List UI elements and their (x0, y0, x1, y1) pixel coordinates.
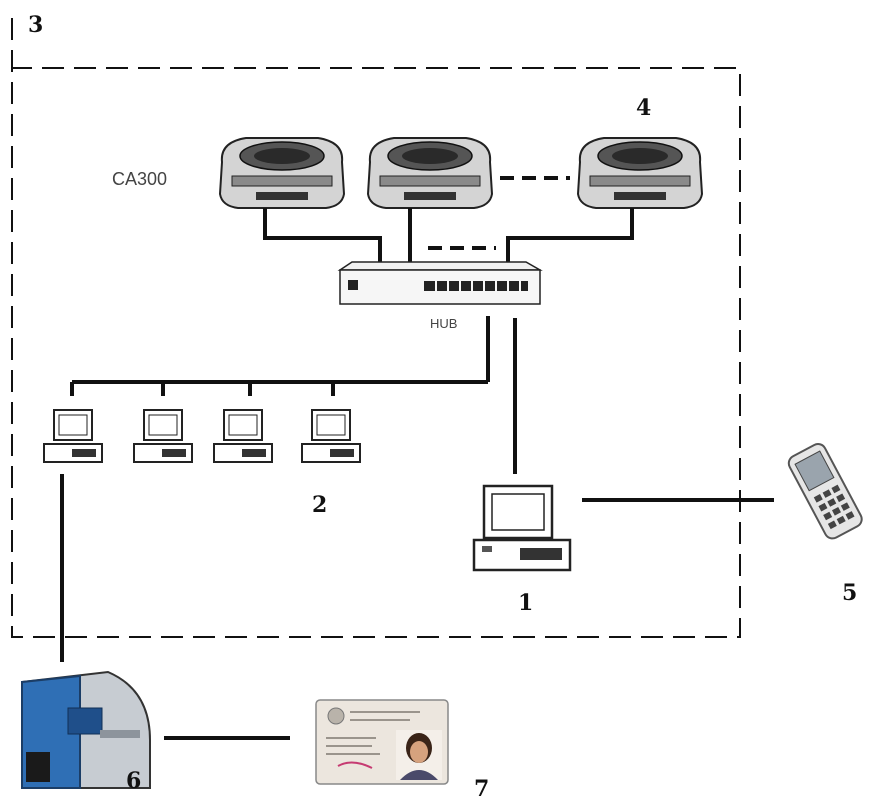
label-2: 2 (312, 492, 327, 518)
label-4: 4 (636, 95, 651, 121)
wire-terminal1-hub (263, 208, 382, 264)
id-card (315, 699, 449, 785)
label-7: 7 (474, 776, 489, 801)
system-boundary (11, 18, 741, 638)
terminal-model-label: CA300 (112, 169, 167, 189)
hub-label: HUB (430, 316, 457, 331)
wire-terminaln-hub (506, 208, 634, 264)
terminal-device-2 (366, 137, 494, 209)
workstation-2 (133, 409, 193, 463)
label-1: 1 (518, 590, 533, 616)
workstation-1 (43, 409, 103, 463)
card-printer (21, 670, 151, 789)
handheld-device (787, 443, 863, 540)
workstation-4 (301, 409, 361, 463)
label-6: 6 (126, 768, 141, 794)
hub-device (337, 261, 543, 305)
server-computer (472, 484, 572, 572)
workstation-3 (213, 409, 273, 463)
label-5: 5 (842, 580, 857, 606)
terminal-device-1 (218, 137, 346, 209)
label-3: 3 (28, 12, 43, 38)
terminal-device-n (576, 137, 704, 209)
